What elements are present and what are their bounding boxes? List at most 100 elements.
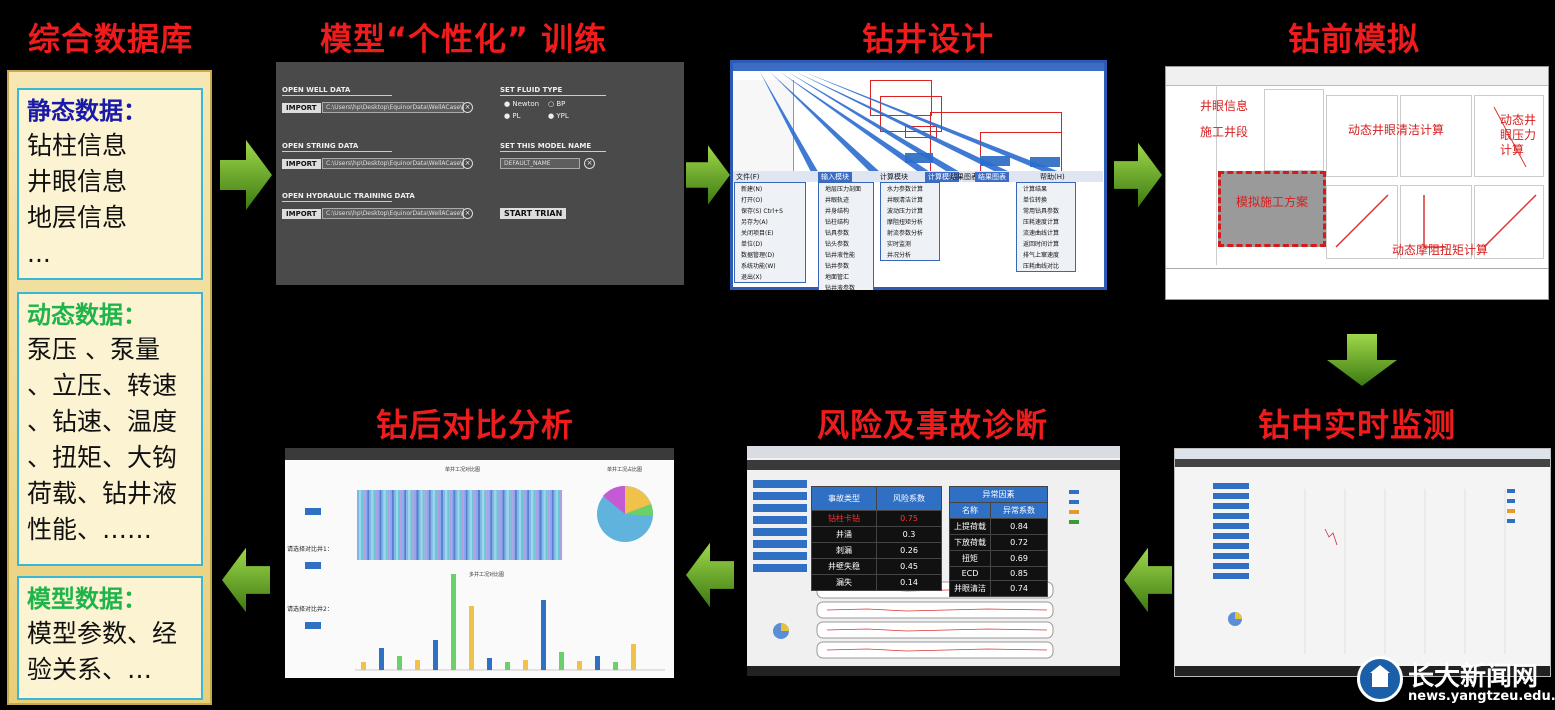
hydraulic-path-field[interactable]: C:\Users\hp\Desktop\EquinorData\WellACas… <box>322 208 464 219</box>
timeline-stripe <box>516 490 519 560</box>
menu-item[interactable]: 系统功能(W) <box>741 263 776 270</box>
menu-item[interactable]: 新建(N) <box>741 186 763 193</box>
timeline-stripe <box>551 490 554 560</box>
timeline-stripe <box>500 490 503 560</box>
table-cell: 0.75 <box>876 510 942 527</box>
menu-item[interactable]: 数据管理(D) <box>741 252 775 259</box>
menu-item[interactable]: 钻头参数 <box>825 241 850 248</box>
menu-item[interactable]: 射流参数分析 <box>887 230 924 237</box>
timeline-stripe <box>490 490 493 560</box>
pre-drill-label: 动态井眼压力计算 <box>1500 113 1537 157</box>
menu-item[interactable]: 地面管汇 <box>825 274 850 281</box>
menu-item[interactable]: 保存(S) Ctrl+S <box>741 208 783 215</box>
menu-item[interactable]: 计算结果 <box>1023 186 1048 193</box>
menu-item[interactable]: 退出(X) <box>741 274 762 281</box>
pre-drill-label: 施工井段 <box>1200 125 1249 139</box>
import-string-button[interactable]: IMPORT <box>282 159 321 169</box>
menu-item[interactable]: 另存为(A) <box>741 219 768 226</box>
timeline-stripe <box>533 490 536 560</box>
clear-icon[interactable]: × <box>584 158 595 169</box>
menu-item[interactable]: 单位转换 <box>1023 197 1048 204</box>
title-model-training: 模型“个性化” 训练 <box>320 20 608 58</box>
menu-item[interactable]: 单位(D) <box>741 241 763 248</box>
menu-item[interactable]: 排气上窜速度 <box>1023 252 1060 259</box>
menu-item[interactable]: 关闭项目(E) <box>741 230 774 237</box>
string-path-field[interactable]: C:\Users\hp\Desktop\EquinorData\WellACas… <box>322 158 464 169</box>
timeline-stripe <box>371 490 374 560</box>
tab-input[interactable]: 输入模块 <box>818 172 852 182</box>
timeline-stripe <box>430 490 433 560</box>
fluid-option-pl[interactable]: ● PL <box>504 112 521 120</box>
bar <box>631 644 636 670</box>
timeline-stripe <box>484 490 487 560</box>
timeline-stripe <box>391 490 394 560</box>
title-risk: 风险及事故诊断 <box>817 406 1049 444</box>
model-name-input[interactable]: DEFAULT_NAME <box>500 158 580 169</box>
menu-item[interactable]: 压耗曲线对比 <box>1023 263 1060 270</box>
menu-item[interactable]: 井身结构 <box>825 208 850 215</box>
menu-item[interactable]: 实时监测 <box>887 241 912 248</box>
menu-item[interactable]: 钻井参数 <box>825 263 850 270</box>
tab-help[interactable]: 帮助(H) <box>1040 173 1065 181</box>
menu-item[interactable]: 打开(O) <box>741 197 763 204</box>
timeline-stripe <box>531 490 534 560</box>
clear-icon[interactable]: × <box>462 158 473 169</box>
menu-item[interactable]: 钻井液性能 <box>825 252 856 259</box>
well-path-field[interactable]: C:\Users\hp\Desktop\EquinorData\WellACas… <box>322 102 464 113</box>
table-cell: 0.74 <box>990 580 1048 597</box>
import-hydraulic-button[interactable]: IMPORT <box>282 209 321 219</box>
menu-item[interactable]: 波动压力计算 <box>887 208 924 215</box>
tab-result-2[interactable]: 结果图表 <box>975 172 1009 182</box>
timeline-stripe <box>434 490 437 560</box>
menu-item[interactable]: 返回时间计算 <box>1023 241 1060 248</box>
input-menu: 地层压力剖面 井眼轨迹 井身结构 钻柱结构 钻具参数 钻头参数 钻井液性能 钻井… <box>818 182 874 290</box>
import-well-button[interactable]: IMPORT <box>282 103 321 113</box>
side-label: 请选择对比井2： <box>287 606 333 613</box>
bar <box>415 660 420 670</box>
menu-item[interactable]: 流速曲线计算 <box>1023 230 1060 237</box>
menu-item[interactable]: 压耗速度计算 <box>1023 219 1060 226</box>
tab-calc[interactable]: 计算模块 <box>880 173 908 181</box>
menu-item[interactable]: 井眼轨迹 <box>825 197 850 204</box>
timeline-stripe <box>443 490 446 560</box>
timeline-stripe <box>428 490 431 560</box>
fluid-option-ypl[interactable]: ● YPL <box>548 112 569 120</box>
start-train-button[interactable]: START TRIAN <box>500 208 567 219</box>
menu-item[interactable]: 水力参数计算 <box>887 186 924 193</box>
fluid-option-bp[interactable]: ○ BP <box>548 100 566 108</box>
timeline-stripe <box>365 490 368 560</box>
side-label: 请选择对比井1： <box>287 546 333 553</box>
clear-icon[interactable]: × <box>462 208 473 219</box>
menu-item[interactable]: 钻柱结构 <box>825 219 850 226</box>
clear-icon[interactable]: × <box>462 102 473 113</box>
menu-item[interactable]: 地层压力剖面 <box>825 186 862 193</box>
tab-calc-2[interactable]: 计算模块 <box>925 172 959 182</box>
open-well-label: OPEN WELL DATA <box>282 86 351 94</box>
table-cell: 漏失 <box>811 574 877 591</box>
timeline-stripe <box>465 490 468 560</box>
menu-item[interactable]: 井眼清洁计算 <box>887 197 924 204</box>
fluid-option-newton[interactable]: ● Newton <box>504 100 540 108</box>
timeline-stripe <box>389 490 392 560</box>
tab-result[interactable]: 结果图表 <box>950 173 978 181</box>
timeline-stripe <box>455 490 458 560</box>
database-panel: 静态数据： 钻柱信息 井眼信息 地层信息 ... 动态数据： 泵压 、泵量 、立… <box>7 70 212 705</box>
tab-file[interactable]: 文件(F) <box>736 173 760 181</box>
timeline-stripe <box>461 490 464 560</box>
timeline-stripe <box>393 490 396 560</box>
menu-item[interactable]: 摩阻扭矩分析 <box>887 219 924 226</box>
menu-item[interactable]: 常用钻具参数 <box>1023 208 1060 215</box>
static-data-body: 钻柱信息 井眼信息 地层信息 ... <box>27 131 128 268</box>
timeline-stripe <box>506 490 509 560</box>
arrow-left-icon <box>1124 547 1172 613</box>
timeline-stripe <box>523 490 526 560</box>
menu-item[interactable]: 井况分析 <box>887 252 912 259</box>
chart-title: 多井工况对比图 <box>469 572 505 578</box>
menu-item[interactable]: 钻井液参数 <box>825 285 856 290</box>
menu-item[interactable]: 钻具参数 <box>825 230 850 237</box>
